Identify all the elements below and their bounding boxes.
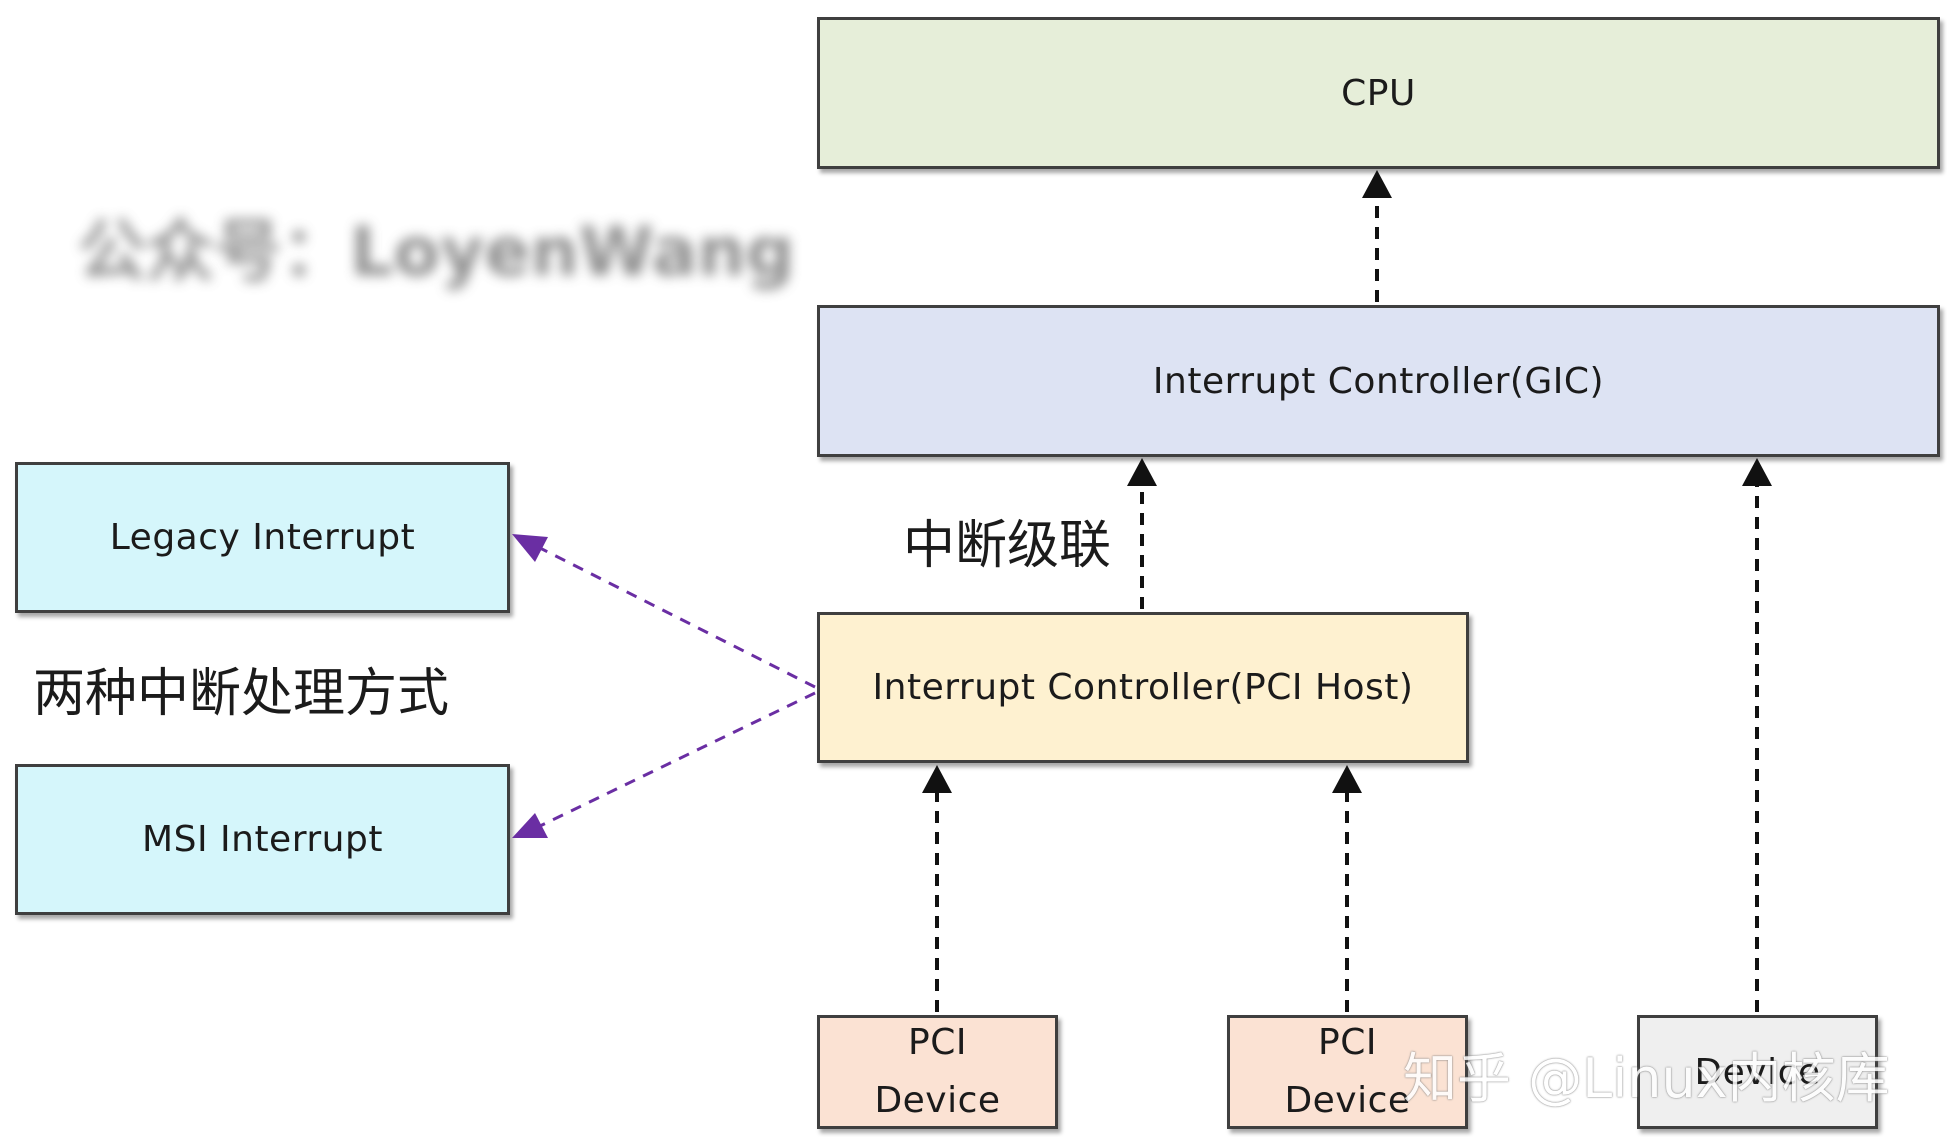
gic-label: Interrupt Controller(GIC) [1152,360,1605,402]
blurred-watermark: 公众号：LoyenWang [78,213,795,292]
arrow-host-to-legacy [512,534,816,689]
arrowhead-icon [922,765,952,793]
gic-node: Interrupt Controller(GIC) [817,305,1940,457]
arrow-pci-device-1-to-host [922,765,952,1012]
site-watermark: 知乎 @Linux内核库 [1403,1047,1890,1110]
pci-host-node: Interrupt Controller(PCI Host) [817,612,1469,763]
arrow-gic-to-cpu [1362,170,1392,302]
cpu-label: CPU [1341,72,1416,114]
legacy-interrupt-node: Legacy Interrupt [15,462,510,613]
arrowhead-icon [1127,458,1157,486]
arrow-host-to-msi [512,691,816,838]
two-methods-label: 两种中断处理方式 [33,664,450,724]
arrowhead-icon [1742,458,1772,486]
device-3-label: Device [1694,1051,1821,1093]
pci-device-label-2: PCI Device [1284,1014,1410,1130]
arrow-pci-host-to-gic [1127,458,1157,609]
pci-device-2-line2: Device [1284,1080,1411,1121]
arrow-device-to-gic [1742,458,1772,1012]
msi-interrupt-node: MSI Interrupt [15,764,510,915]
arrowhead-icon [1362,170,1392,198]
pci-device-node-2: PCI Device [1227,1015,1468,1129]
pci-device-1-line2: Device [874,1080,1001,1121]
pci-device-node-1: PCI Device [817,1015,1058,1129]
msi-interrupt-label: MSI Interrupt [142,819,383,860]
arrowhead-icon [512,534,548,562]
pci-device-1-line1: PCI [908,1022,967,1063]
device-node-3: Device [1637,1015,1878,1129]
arrow-pci-device-2-to-host [1332,765,1362,1012]
pci-device-2-line1: PCI [1318,1022,1377,1063]
cascade-label: 中断级联 [903,516,1112,576]
pci-host-label: Interrupt Controller(PCI Host) [872,667,1414,708]
legacy-interrupt-label: Legacy Interrupt [109,517,416,558]
pci-device-label-1: PCI Device [874,1014,1000,1130]
cpu-node: CPU [817,17,1940,169]
arrowhead-icon [512,813,548,838]
arrowhead-icon [1332,765,1362,793]
